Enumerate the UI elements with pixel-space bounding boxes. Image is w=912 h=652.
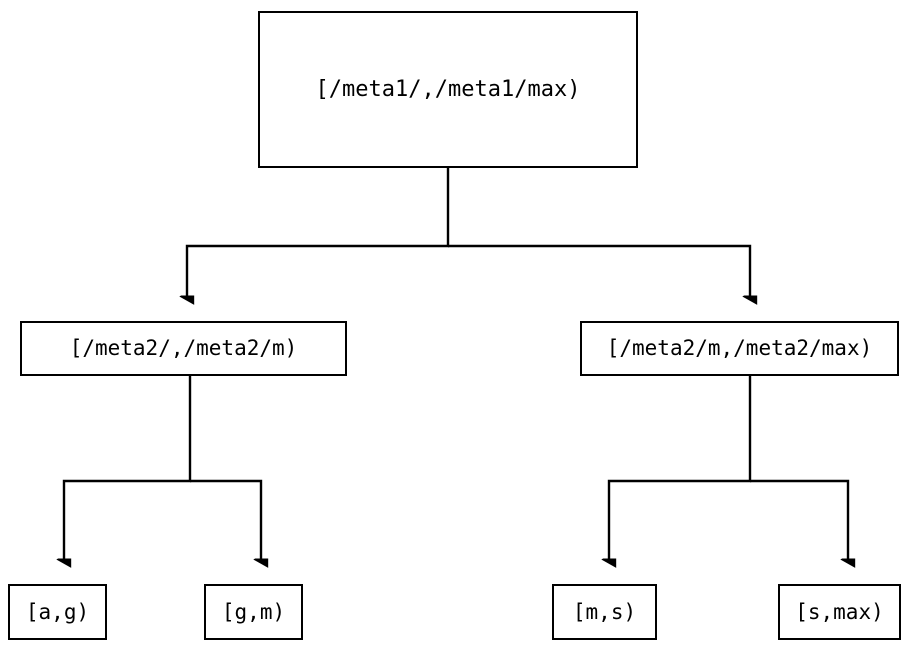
node-leaf-a-g-label: [a,g) — [25, 599, 90, 624]
edge-mid-left-to-leaf-1 — [64, 376, 192, 560]
edge-mid-left-to-leaf-2 — [190, 479, 261, 560]
edge-mid-right-to-leaf-4 — [750, 479, 848, 560]
node-leaf-s-max-label: [s,max) — [795, 599, 884, 624]
edge-root-to-mid-right — [448, 244, 750, 297]
edge-root-to-mid-left — [187, 168, 450, 297]
node-mid-left[interactable]: [/meta2/,/meta2/m) — [20, 321, 347, 376]
node-leaf-s-max[interactable]: [s,max) — [778, 584, 901, 640]
node-leaf-g-m[interactable]: [g,m) — [204, 584, 303, 640]
node-mid-right[interactable]: [/meta2/m,/meta2/max) — [580, 321, 899, 376]
node-mid-left-label: [/meta2/,/meta2/m) — [69, 336, 298, 360]
edge-mid-right-to-leaf-3 — [609, 376, 752, 560]
node-mid-right-label: [/meta2/m,/meta2/max) — [606, 336, 873, 360]
node-root[interactable]: [/meta1/,/meta1/max) — [258, 11, 638, 168]
node-leaf-m-s[interactable]: [m,s) — [552, 584, 657, 640]
node-leaf-g-m-label: [g,m) — [221, 599, 286, 624]
node-root-label: [/meta1/,/meta1/max) — [315, 76, 581, 102]
node-leaf-m-s-label: [m,s) — [572, 599, 637, 624]
node-leaf-a-g[interactable]: [a,g) — [8, 584, 107, 640]
